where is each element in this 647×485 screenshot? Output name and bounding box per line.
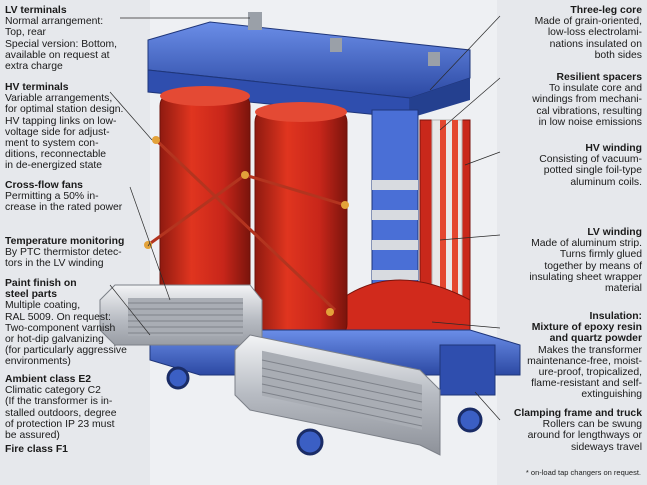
delta-connection-rods (144, 136, 349, 316)
annotation-body: Permitting a 50% in- crease in the rated… (5, 191, 123, 214)
footnote: * on-load tap changers on request. (525, 468, 641, 477)
hv-tapping-link (241, 171, 249, 179)
annotation-heading: Clamping frame and truck (513, 408, 642, 419)
hv-tapping-link (341, 201, 349, 209)
annotation-insulation: Insulation: Mixture of epoxy resin and q… (492, 311, 642, 401)
annotation-heading: HV winding (585, 143, 642, 154)
lv-terminal-bar (330, 38, 342, 52)
annotation-body: Normal arrangement: Top, rear Special ve… (5, 16, 118, 73)
annotation-heading: Three-leg core (570, 5, 642, 16)
annotation-body: Multiple coating, RAL 5009. On request: … (5, 300, 127, 368)
annotation-heading: Paint finish on steel parts (5, 278, 77, 301)
resilient-spacer (372, 180, 418, 190)
truck-rollers (166, 366, 483, 456)
annotation-heading: HV terminals (5, 82, 69, 93)
annotation-heading: LV terminals (5, 5, 67, 16)
resilient-spacer (372, 240, 418, 250)
annotation-body: Variable arrangements, for optimal stati… (5, 93, 124, 172)
annotation-body: To insulate core and windings from mecha… (532, 83, 642, 128)
annotation-heading: Temperature monitoring (5, 236, 125, 247)
top-clamping-frame (147, 12, 471, 119)
hv-tapping-link (326, 308, 334, 316)
annotation-heading: Ambient class E2 (5, 374, 92, 385)
annotation-heading: Resilient spacers (556, 72, 642, 83)
annotation-heading: Insulation: Mixture of epoxy resin and q… (531, 311, 642, 345)
resilient-spacer (372, 210, 418, 220)
left-annotation-panel (0, 0, 150, 485)
annotation-body: Made of grain-oriented, low-loss electro… (534, 16, 642, 61)
right-annotation-panel (497, 0, 647, 485)
annotation-heading: Fire class F1 (5, 444, 68, 455)
annotation-body: Climatic category C2 (If the transformer… (5, 385, 117, 442)
callout-leaders (109, 15, 501, 421)
cross-flow-fan-left (99, 284, 263, 357)
annotation-body: Made of aluminum strip. Turns firmly glu… (529, 238, 642, 295)
annotation-body: Makes the transformer maintenance-free, … (527, 344, 642, 401)
annotation-heading: LV winding (587, 227, 642, 238)
cross-flow-fan-right (234, 334, 441, 456)
hv-winding-left (159, 86, 251, 321)
resilient-spacer (372, 270, 418, 280)
hv-tapping-link (152, 136, 160, 144)
lv-terminal-bar (428, 52, 440, 66)
annotation-fire-class: Fire class F1 (5, 444, 155, 455)
lv-terminal-bar (248, 12, 262, 30)
annotation-body: Rollers can be swung around for lengthwa… (527, 419, 642, 453)
annotation-body: By PTC thermistor detec- tors in the LV … (5, 247, 122, 270)
annotation-heading: Cross-flow fans (5, 180, 83, 191)
annotation-body: Consisting of vacuum- potted single foil… (539, 154, 642, 188)
hv-winding-middle (254, 102, 348, 339)
